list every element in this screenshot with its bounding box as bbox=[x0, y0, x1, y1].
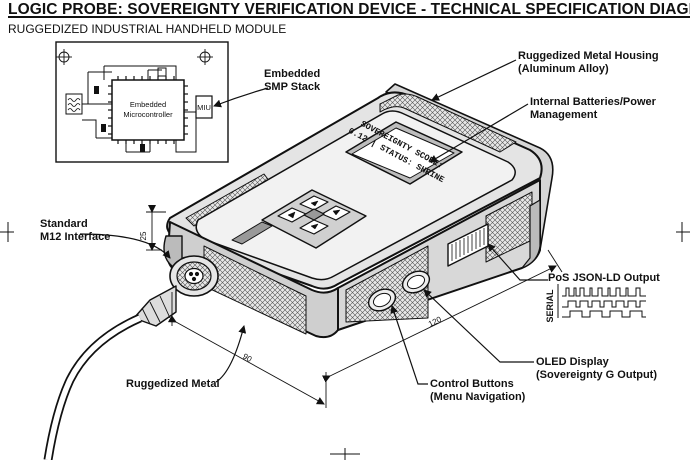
callout-buttons-line-1: Control Buttons bbox=[430, 378, 514, 390]
callout-m12-line-2: M12 Interface bbox=[40, 231, 111, 243]
schematic-inset bbox=[55, 41, 229, 163]
callout-oled-line-1: OLED Display bbox=[536, 356, 609, 368]
dimension-height: 25 bbox=[139, 231, 148, 240]
page-title: LOGIC PROBE: SOVEREIGNTY VERIFICATION DE… bbox=[8, 1, 690, 18]
dimension-length: 120 bbox=[427, 315, 443, 329]
callout-smp-stack-line-2: SMP Stack bbox=[264, 81, 321, 93]
callout-m12-line-1: Standard bbox=[40, 218, 88, 230]
callout-oled: OLED Display (Sovereignty G Output) bbox=[536, 356, 657, 382]
callout-power-line-1: Internal Batteries/Power bbox=[530, 96, 656, 108]
chip-label-1: Embedded bbox=[130, 100, 166, 109]
callout-oled-line-2: (Sovereignty G Output) bbox=[536, 369, 657, 381]
dimension-width: 90 bbox=[241, 352, 254, 365]
callout-housing: Ruggedized Metal Housing (Aluminum Alloy… bbox=[518, 50, 659, 76]
callout-smp-stack: Embedded SMP Stack bbox=[264, 68, 320, 94]
serial-label: SERIAL bbox=[545, 289, 555, 323]
callout-rugged-metal: Ruggedized Metal bbox=[126, 378, 220, 390]
callout-buttons: Control Buttons (Menu Navigation) bbox=[430, 378, 525, 404]
leader-lines bbox=[79, 59, 548, 385]
callout-smp-stack-line-1: Embedded bbox=[264, 68, 321, 80]
device-body bbox=[133, 83, 554, 339]
callout-housing-line-2: (Aluminum Alloy) bbox=[518, 63, 609, 75]
callout-m12: Standard M12 Interface bbox=[40, 218, 110, 244]
callout-housing-line-1: Ruggedized Metal Housing bbox=[518, 50, 659, 62]
callout-power-line-2: Management bbox=[530, 109, 598, 121]
callout-power: Internal Batteries/Power Management bbox=[530, 96, 656, 122]
crop-marks bbox=[0, 222, 690, 460]
dimension-lines bbox=[146, 205, 563, 408]
callout-buttons-line-2: (Menu Navigation) bbox=[430, 391, 526, 403]
page-subtitle: RUGGEDIZED INDUSTRIAL HANDHELD MODULE bbox=[8, 22, 287, 36]
serial-waveform bbox=[557, 284, 646, 318]
miu-label: MIU bbox=[197, 103, 211, 112]
callout-pos-output: PoS JSON-LD Output bbox=[548, 272, 660, 284]
chip-label-2: Microcontroller bbox=[123, 110, 173, 119]
